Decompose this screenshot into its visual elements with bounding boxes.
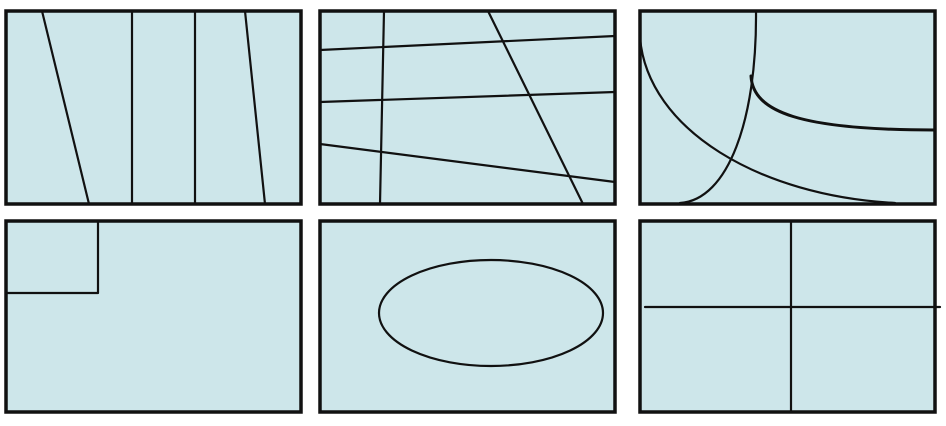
panel-4-corner-rectangle [4,219,100,295]
panel-2-line-horizontal-3 [318,142,617,184]
panel-1 [4,9,303,206]
panel-4-frame [4,219,303,414]
panel-3-frame [638,9,937,206]
panel-2 [318,9,617,206]
panel-2-line-horizontal-2 [318,90,617,104]
panel-3-curve-upper [749,74,937,132]
panel-6-frame [638,219,937,414]
panel-3-curve-sweep [638,36,897,205]
panel-2-line-vertical [378,9,386,206]
panel-5-frame [318,219,617,414]
panel-6 [638,219,942,414]
panel-5-ellipse [377,258,605,368]
panel-5 [318,219,617,414]
panel-4 [4,219,303,414]
panel-3 [638,9,937,206]
panel-3-curve-rising [678,9,758,205]
panel-1-frame [4,9,303,206]
panel-1-line-slant-right [243,9,267,206]
panel-1-line-slant-left [40,9,91,206]
panel-2-frame [318,9,617,206]
panel-2-line-horizontal-1 [318,34,617,52]
panel-2-line-diagonal [486,9,585,206]
